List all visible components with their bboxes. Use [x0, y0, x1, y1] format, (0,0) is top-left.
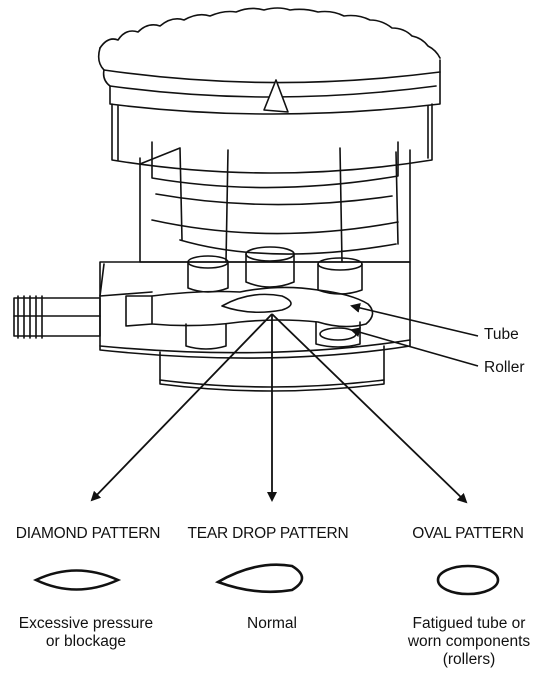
threaded-fitting — [13, 297, 101, 337]
tube-teardrop-detail — [221, 293, 292, 314]
roller-bottom-left — [185, 323, 227, 350]
arrow-to-diamond — [90, 313, 273, 502]
teardrop-pattern-shape — [214, 563, 304, 594]
tube-label: Tube — [484, 326, 519, 343]
teardrop-pattern-description: Normal — [210, 615, 334, 633]
head-plate — [99, 261, 411, 359]
collar — [151, 141, 399, 189]
teardrop-pattern-title: TEAR DROP PATTERN — [187, 525, 349, 542]
pattern-arrows — [90, 313, 468, 504]
description-line: worn components — [407, 633, 531, 650]
cap-rim — [97, 47, 441, 115]
direction-arrow-icon — [263, 79, 289, 113]
knurled-cap-outline — [99, 7, 441, 59]
description-line: (rollers) — [442, 651, 496, 668]
diamond-pattern-title: DIAMOND PATTERN — [15, 525, 161, 542]
description-line: Excessive pressure — [18, 615, 154, 632]
description-line: Fatigued tube or — [412, 615, 526, 632]
roller-bottom-right — [315, 321, 361, 348]
oval-pattern-description: Fatigued tube or worn components (roller… — [394, 615, 544, 669]
diamond-pattern-shape — [32, 569, 122, 591]
tube-loop — [151, 286, 374, 328]
diamond-pattern-description: Excessive pressure or blockage — [6, 615, 166, 651]
pump-head-drawing — [13, 7, 441, 392]
oval-pattern-shape — [436, 564, 500, 596]
roller-label: Roller — [484, 359, 525, 376]
description-line: or blockage — [45, 633, 127, 650]
tube-callout-line — [350, 302, 479, 337]
roller-top-center — [245, 253, 295, 288]
base-plate — [159, 345, 385, 388]
arrow-to-oval — [271, 313, 468, 504]
oval-pattern-title: OVAL PATTERN — [412, 525, 524, 542]
description-line: Normal — [247, 615, 297, 632]
callout-lines — [350, 302, 479, 367]
roller-callout-line — [350, 327, 479, 367]
